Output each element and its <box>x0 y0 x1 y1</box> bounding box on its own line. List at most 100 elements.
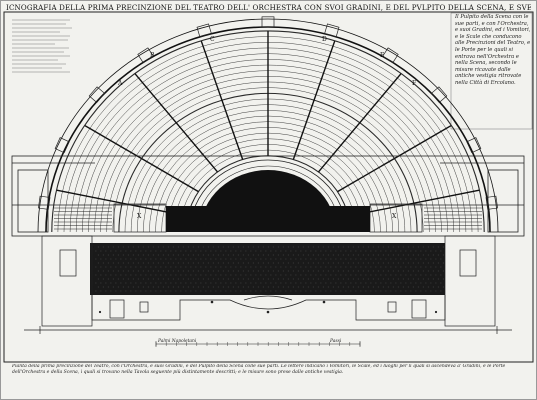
stage-texture-dot <box>350 250 352 252</box>
stage-texture-dot <box>310 274 312 276</box>
stage-texture-dot <box>380 282 382 284</box>
stage-texture-dot <box>365 250 367 252</box>
stage-texture-dot <box>322 278 324 280</box>
stage-texture-dot <box>280 290 282 292</box>
stage-texture-dot <box>215 258 217 260</box>
outer-buttress <box>196 23 212 38</box>
stage-texture-dot <box>342 286 344 288</box>
stage-texture-dot <box>277 246 279 248</box>
stage-texture-dot <box>312 270 314 272</box>
stage-texture-dot <box>412 254 414 256</box>
stage-texture-dot <box>185 250 187 252</box>
stage-texture-dot <box>242 262 244 264</box>
stage-texture-dot <box>157 246 159 248</box>
stage-texture-dot <box>417 254 419 256</box>
stage-texture-dot <box>330 274 332 276</box>
stage-texture-dot <box>427 278 429 280</box>
stage-texture-dot <box>120 258 122 260</box>
stage-texture-dot <box>277 270 279 272</box>
outer-buttress <box>382 47 399 64</box>
stage-texture-dot <box>235 266 237 268</box>
stage-texture-dot <box>370 290 372 292</box>
stage-texture-dot <box>392 278 394 280</box>
stage-texture-dot <box>355 266 357 268</box>
stage-texture-dot <box>410 266 412 268</box>
stage-texture-dot <box>95 250 97 252</box>
stage-texture-dot <box>370 266 372 268</box>
stage-texture-dot <box>117 278 119 280</box>
stage-texture-dot <box>137 278 139 280</box>
stage-texture-dot <box>337 262 339 264</box>
stage-texture-dot <box>197 278 199 280</box>
outer-buttress <box>261 16 275 28</box>
stage-texture-dot <box>395 290 397 292</box>
stage-texture-dot <box>417 270 419 272</box>
stage-texture-dot <box>247 270 249 272</box>
stage-texture-dot <box>302 286 304 288</box>
stage-texture-dot <box>437 278 439 280</box>
stage-texture-dot <box>225 258 227 260</box>
radial-aisle <box>84 124 199 193</box>
stage-texture-dot <box>405 250 407 252</box>
stage-texture-dot <box>155 282 157 284</box>
stage-texture-dot <box>185 282 187 284</box>
stage-texture-dot <box>182 270 184 272</box>
stage-texture-dot <box>342 278 344 280</box>
stage-texture-dot <box>337 254 339 256</box>
stage-texture-dot <box>417 286 419 288</box>
stage-texture-dot <box>297 270 299 272</box>
stage-texture <box>95 246 444 292</box>
stage-texture-dot <box>442 270 444 272</box>
stage-texture-dot <box>100 250 102 252</box>
stage-texture-dot <box>175 266 177 268</box>
stage-texture-dot <box>435 290 437 292</box>
stage-texture-dot <box>325 290 327 292</box>
stage-texture-dot <box>142 262 144 264</box>
stage-texture-dot <box>147 246 149 248</box>
stage-texture-dot <box>167 246 169 248</box>
stage-texture-dot <box>172 286 174 288</box>
stage-texture-dot <box>122 270 124 272</box>
stage-texture-dot <box>425 266 427 268</box>
stage-texture-dot <box>200 266 202 268</box>
outer-buttress <box>430 86 448 103</box>
stage-texture-dot <box>242 246 244 248</box>
stage-texture-dot <box>305 282 307 284</box>
stage-texture-dot <box>307 278 309 280</box>
stage-texture-dot <box>207 278 209 280</box>
stage-texture-dot <box>440 250 442 252</box>
stage-texture-dot <box>180 258 182 260</box>
stage-texture-dot <box>327 286 329 288</box>
stage-texture-dot <box>282 254 284 256</box>
stage-texture-dot <box>135 290 137 292</box>
stage-texture-dot <box>387 254 389 256</box>
stage-texture-dot <box>170 266 172 268</box>
stage-texture-dot <box>330 282 332 284</box>
stage-texture-dot <box>372 278 374 280</box>
stage-texture-dot <box>140 274 142 276</box>
stage-texture-dot <box>417 278 419 280</box>
stage-texture-dot <box>312 246 314 248</box>
stage-texture-dot <box>170 290 172 292</box>
stage-texture-dot <box>355 250 357 252</box>
stage-texture-dot <box>442 262 444 264</box>
seating-row <box>51 30 485 233</box>
stage-texture-dot <box>177 278 179 280</box>
stage-texture-dot <box>352 270 354 272</box>
stage-texture-dot <box>395 274 397 276</box>
stage-texture-dot <box>215 266 217 268</box>
stage-texture-dot <box>265 290 267 292</box>
stage-texture-dot <box>442 246 444 248</box>
stage-texture-dot <box>105 266 107 268</box>
stage-texture-dot <box>392 286 394 288</box>
stage-texture-dot <box>115 282 117 284</box>
stage-texture-dot <box>375 266 377 268</box>
stage-texture-dot <box>277 278 279 280</box>
stage-texture-dot <box>165 266 167 268</box>
stage-texture-dot <box>182 246 184 248</box>
stage-texture-dot <box>387 278 389 280</box>
stage-texture-dot <box>420 282 422 284</box>
stage-texture-dot <box>140 282 142 284</box>
stage-texture-dot <box>312 278 314 280</box>
stage-texture-dot <box>122 262 124 264</box>
